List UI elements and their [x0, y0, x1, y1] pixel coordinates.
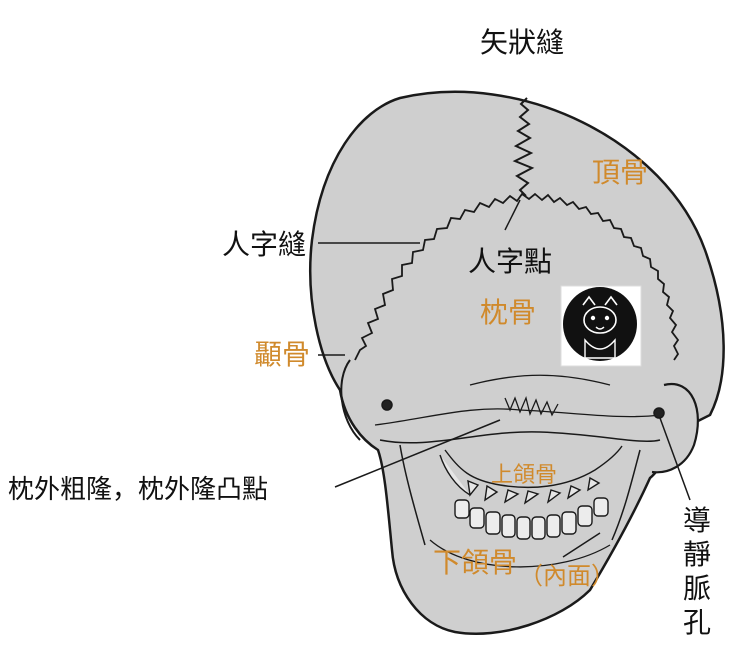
label-lambda-point: 人字點 — [468, 245, 552, 278]
occipital-base — [379, 431, 661, 444]
emissary-foramen-left — [381, 399, 393, 411]
left-temporal-bulge — [340, 359, 361, 441]
label-occipital-bone: 枕骨 — [480, 296, 536, 329]
leader-emissary — [659, 417, 691, 501]
label-mandible: 下頜骨 — [433, 546, 517, 579]
upper-teeth — [439, 445, 623, 505]
emissary-foramen-right — [653, 407, 665, 419]
lambdoid-suture-line — [354, 192, 680, 361]
occipital-crest — [504, 395, 559, 417]
leader-protuberance — [334, 419, 501, 488]
label-mandible-note: （內面） — [519, 562, 615, 590]
right-temporal-bulge — [651, 382, 699, 474]
svg-text:導: 導 — [683, 504, 711, 537]
lower-teeth — [454, 497, 609, 540]
watermark-logo — [560, 285, 642, 367]
label-maxilla: 上頜骨 — [491, 463, 557, 488]
label-external-occipital-protuberance: 枕外粗隆，枕外隆凸點 — [8, 475, 268, 505]
nuchal-line-upper — [469, 374, 611, 386]
sagittal-suture-line — [512, 97, 535, 197]
svg-text:脈: 脈 — [683, 572, 711, 605]
leader-lambda — [504, 199, 521, 231]
svg-text:孔: 孔 — [683, 606, 711, 639]
mandible-ramus-left — [399, 444, 426, 546]
mandible-inner-curve — [429, 539, 611, 568]
label-emissary-foramen: 導 靜 脈 孔 — [683, 504, 711, 639]
svg-text:靜: 靜 — [683, 538, 711, 571]
mandible-ramus-right — [611, 449, 641, 541]
label-lambdoid-suture: 人字縫 — [222, 228, 306, 261]
cranium — [309, 90, 725, 636]
leader-mandible — [562, 532, 601, 558]
label-temporal-bone: 顳骨 — [254, 338, 310, 371]
label-parietal-bone: 頂骨 — [592, 156, 648, 189]
label-sagittal-suture: 矢狀縫 — [480, 26, 564, 59]
